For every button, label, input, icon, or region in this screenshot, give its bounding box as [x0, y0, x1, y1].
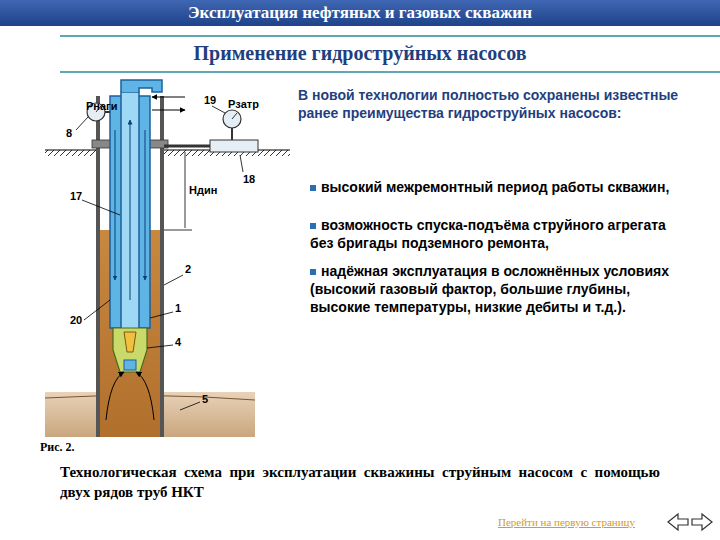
bullet-text: возможность спуска-подъёма струйного агр…: [310, 217, 666, 251]
bullet-text: надёжная эксплуатация в осложнённых усло…: [310, 263, 669, 315]
leader-line: [76, 117, 88, 130]
figure-caption: Технологическая схема при эксплуатации с…: [60, 462, 660, 502]
header-band: Эксплуатация нефтяных и газовых скважин: [0, 0, 720, 26]
flow-arrow: [130, 120, 131, 300]
nav-icon: [668, 514, 712, 530]
leader-line: [240, 155, 243, 172]
pump-inlet: [124, 360, 136, 370]
flow-arrow: [152, 97, 185, 98]
outer-tubing: [110, 96, 150, 328]
callout-number: 19: [204, 94, 216, 106]
jet-pump: [113, 328, 147, 372]
flow-arrow: [145, 130, 146, 280]
gauge-needle: [232, 113, 237, 119]
slide-title: Применение гидроструйных насосов: [60, 42, 660, 65]
leader-line: [84, 300, 110, 320]
bullet-mark: [310, 223, 316, 229]
dimension-label: Ндин: [189, 184, 217, 196]
callout-number: 2: [185, 263, 191, 275]
annulus-box: [210, 140, 258, 152]
pressure-label: Рзатр: [228, 98, 259, 110]
inflow-line: [136, 372, 154, 420]
leader-line: [147, 345, 173, 348]
leader-line: [180, 402, 200, 410]
flow-arrow: [152, 110, 185, 111]
callout-number: 20: [70, 314, 82, 326]
bullet-item: высокий межремонтный период работы скваж…: [310, 178, 690, 196]
intro-text: В новой технологии полностью сохранены и…: [298, 86, 698, 122]
bullet-item: возможность спуска-подъёма струйного агр…: [310, 216, 690, 252]
leader-line: [164, 275, 183, 285]
dimension-line: [185, 152, 186, 228]
nav-link: Перейти на первую страницу: [498, 516, 635, 528]
leader-line: [82, 200, 120, 215]
bullet-mark: [310, 269, 316, 275]
outlet-pipe: [121, 80, 162, 92]
bullet-text: высокий межремонтный период работы скваж…: [321, 179, 669, 195]
pressure-gauge: [223, 110, 241, 128]
bullet-item: надёжная эксплуатация в осложнённых усло…: [310, 262, 690, 316]
header-text: Эксплуатация нефтяных и газовых скважин: [180, 0, 540, 26]
inflow-line: [106, 372, 124, 420]
callout-number: 4: [175, 336, 181, 348]
leader-line: [212, 106, 225, 113]
callout-number: 1: [175, 302, 181, 314]
pressure-label: Рнаги: [86, 100, 117, 112]
bullet-mark: [310, 185, 316, 191]
callout-number: 5: [202, 393, 208, 405]
flow-arrow: [115, 130, 116, 280]
rule: [60, 35, 720, 37]
leader-line: [150, 312, 173, 318]
inner-tubing: [121, 92, 139, 330]
rule: [60, 71, 720, 73]
gauge-stem: [231, 128, 233, 140]
nozzle: [124, 332, 136, 352]
callout-number: 8: [66, 127, 72, 139]
callout-number: 18: [243, 173, 255, 185]
dimension-extension: [164, 230, 192, 231]
figure-number: Рис. 2.: [40, 440, 75, 455]
callout-number: 17: [70, 190, 82, 202]
annulus-line: [164, 145, 210, 148]
